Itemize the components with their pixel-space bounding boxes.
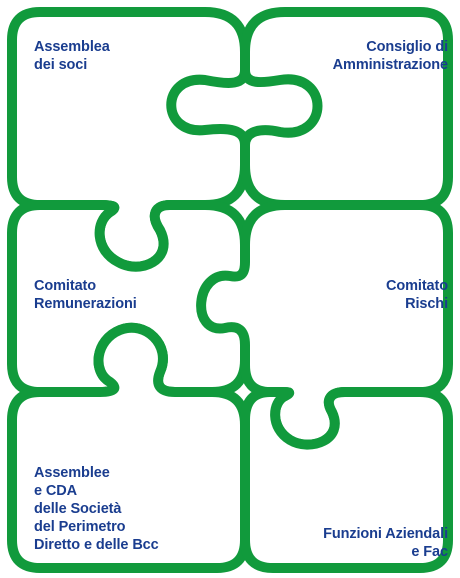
label-line: Diretto e delle Bcc xyxy=(34,537,159,553)
puzzle-piece-assemblee xyxy=(7,322,250,573)
label-line: e CDA xyxy=(34,483,78,499)
label-line: Amministrazione xyxy=(332,57,448,73)
label-line: Funzioni Aziendali xyxy=(323,526,448,542)
label-assemblee-e-cda: Assemblee e CDA delle Società del Perime… xyxy=(34,464,159,554)
label-line: Remunerazioni xyxy=(34,296,137,312)
label-line: del Perimetro xyxy=(34,519,126,535)
label-line: dei soci xyxy=(34,57,88,73)
label-line: e Fac xyxy=(411,544,448,560)
label-line: Assemblee xyxy=(34,465,110,481)
puzzle-piece-consiglio xyxy=(240,7,453,210)
label-line: Comitato xyxy=(385,278,448,294)
label-line: delle Società xyxy=(34,501,122,517)
label-comitato-remunerazioni: Comitato Remunerazioni xyxy=(34,277,137,313)
label-assemblea-dei-soci: Assemblea dei soci xyxy=(34,38,110,74)
label-comitato-rischi: Comitato Rischi xyxy=(386,277,448,313)
label-line: Consiglio di xyxy=(366,39,448,55)
label-consiglio-di-amministrazione: Consiglio di Amministrazione xyxy=(333,38,448,74)
puzzle-piece-funzioni xyxy=(240,387,453,573)
label-line: Comitato xyxy=(34,278,97,294)
label-line: Rischi xyxy=(405,296,448,312)
label-line: Assemblea xyxy=(34,39,110,55)
label-funzioni-aziendali: Funzioni Aziendali e Fac xyxy=(323,525,448,561)
